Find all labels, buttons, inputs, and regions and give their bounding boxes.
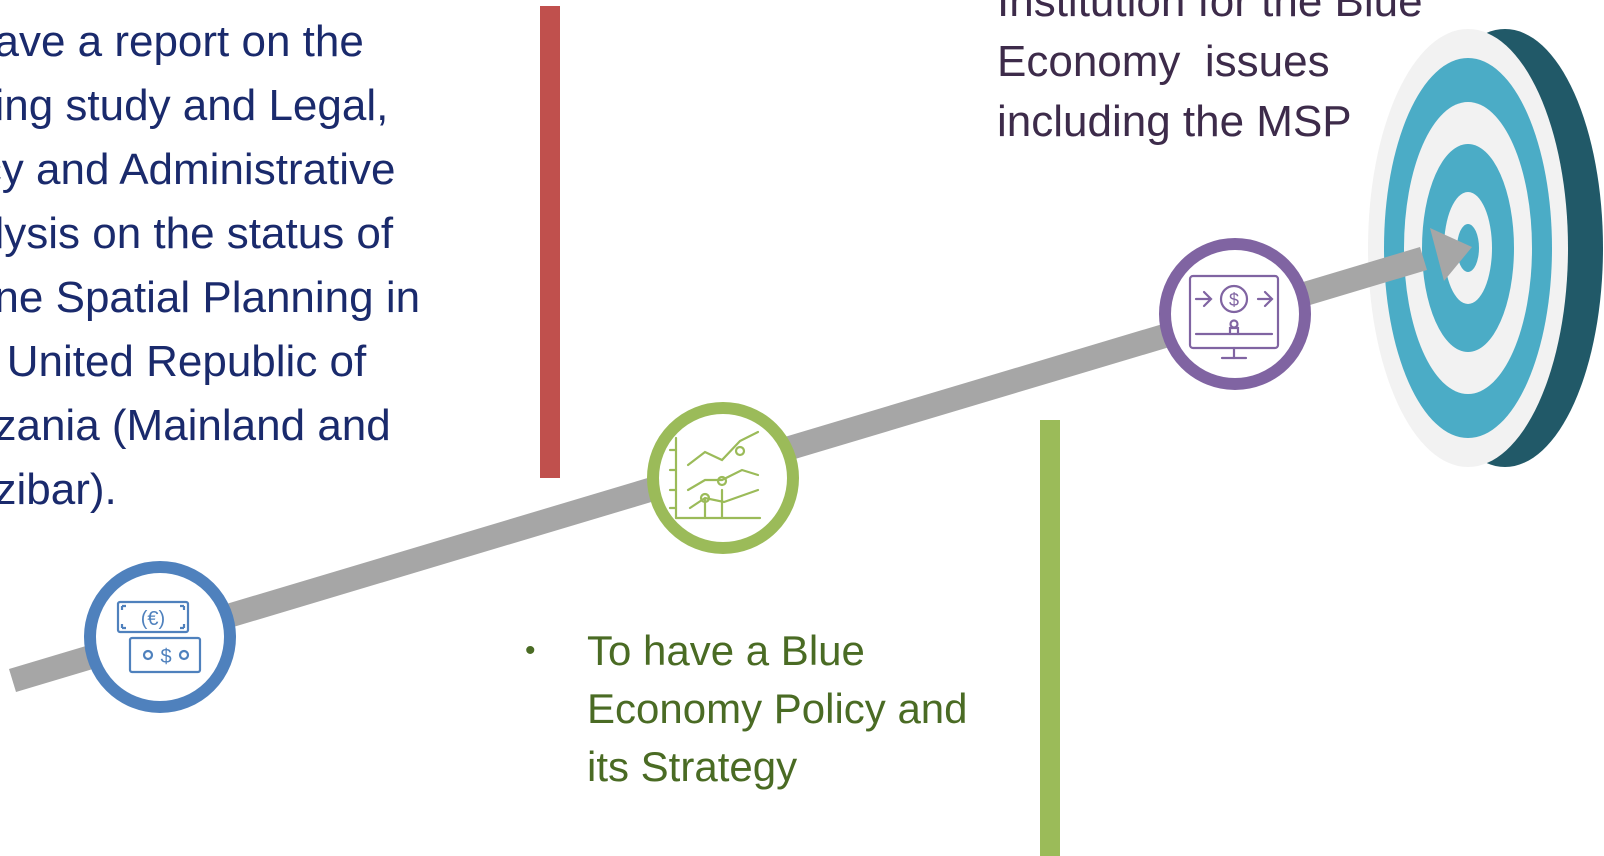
left-line: rine Spatial Planning in (0, 273, 421, 322)
online-payment-icon: $ (1188, 274, 1280, 360)
milestone-3: $ (1159, 238, 1311, 390)
green-divider-bar (1040, 420, 1060, 856)
left-description: have a report on the ping study and Lega… (0, 10, 420, 522)
bottom-line: To have a Blue (587, 627, 865, 674)
milestone-1: (€) $ (84, 561, 236, 713)
currency-exchange-icon: (€) $ (116, 600, 202, 674)
left-line: icy and Administrative (0, 145, 396, 194)
top-right-line: Economy issues (997, 37, 1330, 86)
left-line: nzibar). (0, 465, 117, 514)
top-right-line: Institution for the Blue (997, 0, 1423, 26)
bottom-line: its Strategy (587, 743, 798, 790)
milestone-2 (647, 402, 799, 554)
top-right-line: including the MSP (997, 97, 1352, 146)
bottom-description: • To have a Blue Economy Policy and its … (525, 622, 968, 796)
growth-chart-icon (668, 430, 762, 520)
bullet-point: • (525, 634, 536, 667)
svg-text:$: $ (160, 646, 171, 668)
left-line: ping study and Legal, (0, 81, 389, 130)
left-line: have a report on the (0, 17, 364, 66)
red-divider-bar (540, 6, 560, 478)
svg-text:(€): (€) (141, 608, 165, 630)
left-line: alysis on the status of (0, 209, 394, 258)
left-line: e United Republic of (0, 337, 367, 386)
left-line: nzania (Mainland and (0, 401, 391, 450)
svg-text:$: $ (1229, 290, 1239, 310)
top-right-description: Institution for the Blue Economy issues … (997, 0, 1423, 152)
bottom-line: Economy Policy and (587, 685, 968, 732)
